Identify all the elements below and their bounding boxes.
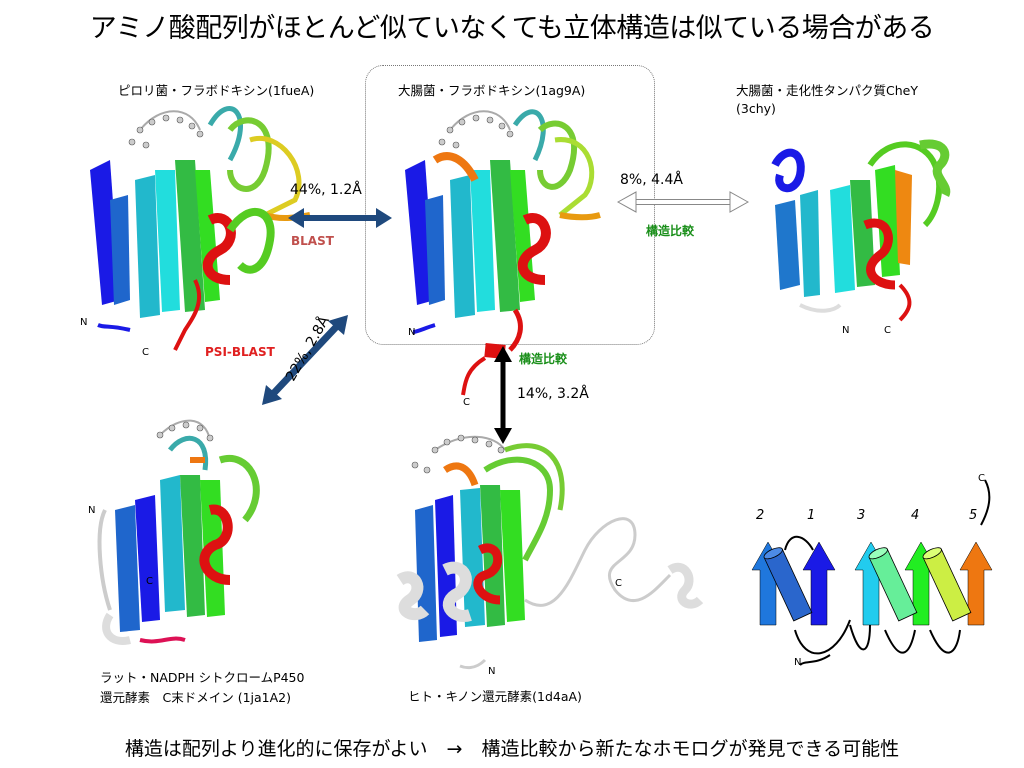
protein-label-1ja1A2: ラット・NADPH シトクロームP450 還元酵素 C末ドメイン (1ja1A2… (100, 670, 305, 705)
n-terminus-1ag9A: N (408, 327, 416, 338)
protein-structure-3chy (771, 139, 951, 322)
topology-n-terminus: N (794, 657, 802, 668)
blast-stat: 44%, 1.2Å (290, 182, 362, 198)
double-arrow-blast (288, 208, 392, 228)
c-terminus-3chy: C (884, 325, 891, 336)
n-terminus-1d4aA: N (488, 666, 496, 677)
protein-label-1ag9A: 大腸菌・フラボドキシン(1ag9A) (398, 83, 586, 98)
strand-1-arrow (802, 541, 836, 626)
n-terminus-3chy: N (842, 325, 850, 336)
topology-strand-number-5: 5 (969, 508, 978, 523)
c-terminus-1ag9A: C (463, 397, 470, 408)
helix-1-cylinder (763, 547, 813, 622)
protein-structure-1ja1A2 (97, 419, 260, 645)
protein-label-3chy: 大腸菌・走化性タンパク質CheY (3chy) (736, 83, 918, 116)
quinone-stat: 14%, 3.2Å (517, 386, 589, 402)
n-terminus-1ja1A2: N (88, 505, 96, 516)
protein-label-1d4aA: ヒト・キノン還元酵素(1d4aA) (408, 689, 582, 704)
topology-strand-number-3: 3 (857, 508, 866, 523)
protein-label-1fueA: ピロリ菌・フラボドキシン(1fueA) (118, 83, 315, 98)
helix-2-cylinder (868, 547, 918, 622)
c-terminus-1fueA: C (142, 347, 149, 358)
topology-c-terminus: C (978, 473, 985, 484)
topology-strand-number-4: 4 (911, 508, 920, 523)
blast-label: BLAST (291, 234, 334, 248)
strand-5-arrow (959, 541, 993, 626)
n-terminus-1fueA: N (80, 317, 88, 328)
conclusion-text: 構造は配列より進化的に保存がよい → 構造比較から新たなホモログが発見できる可能… (124, 738, 900, 760)
chey-stat: 8%, 4.4Å (620, 172, 683, 188)
double-arrow-psi-blast (262, 315, 348, 405)
quinone-method-label: 構造比較 (519, 352, 568, 366)
protein-structure-1fueA (90, 106, 311, 351)
helix-3-cylinder (922, 547, 972, 622)
topology-strand-number-1: 1 (807, 508, 816, 523)
topology-strand-number-2: 2 (756, 508, 765, 523)
psi-blast-label: PSI-BLAST (205, 345, 275, 359)
chey-method-label: 構造比較 (646, 224, 695, 238)
protein-structure-1ag9A (405, 109, 601, 396)
c-terminus-1ja1A2: C (146, 576, 153, 587)
c-terminus-1d4aA: C (615, 578, 622, 589)
protein-structure-1d4aA (396, 434, 704, 670)
slide-title: アミノ酸配列がほとんど似ていなくても立体構造は似ている場合がある (89, 13, 935, 44)
double-arrow-chey (616, 191, 750, 213)
topology-diagram (751, 479, 993, 666)
double-arrow-quinone (494, 346, 512, 444)
